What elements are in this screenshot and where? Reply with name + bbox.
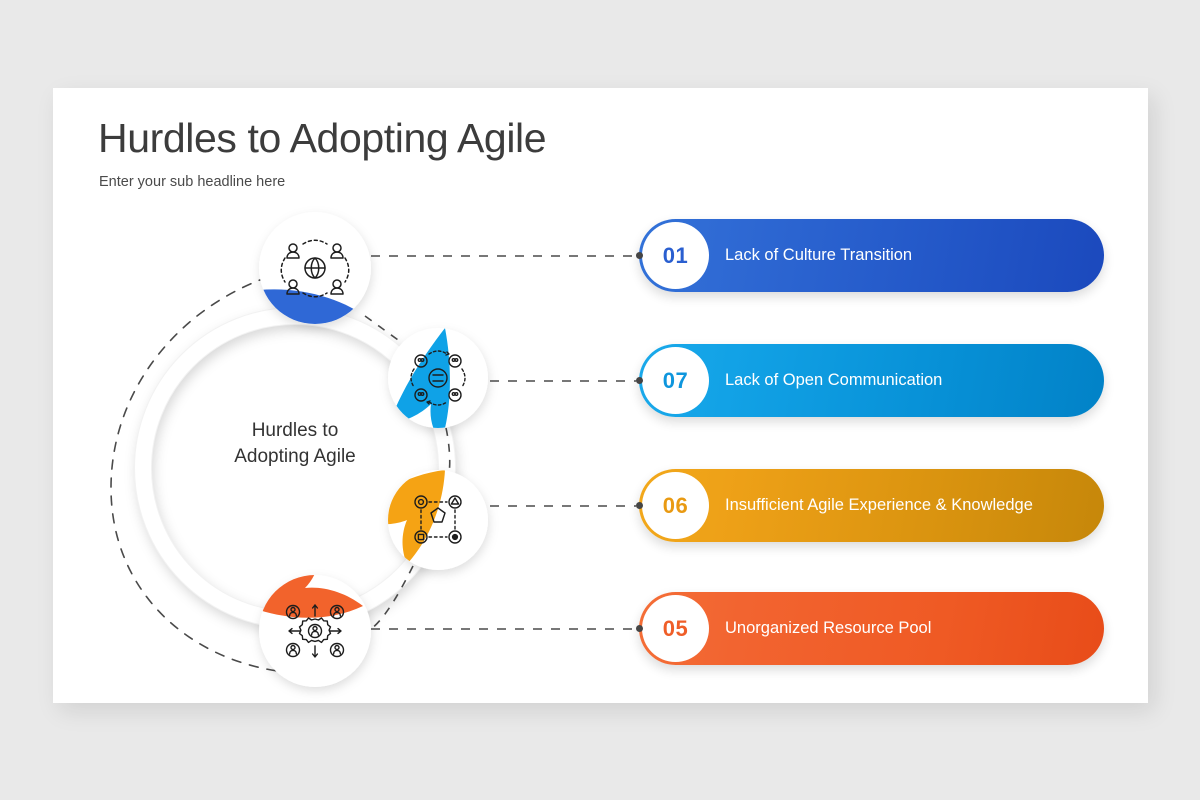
bar-label: Unorganized Resource Pool [725,619,932,637]
connector-dot-06 [636,502,643,509]
cycle-node-2[interactable] [388,328,488,442]
cycle-node-3[interactable] [353,470,488,570]
node-2-accent-fin [389,328,450,428]
cycle-node-4[interactable] [259,546,371,687]
bar-number-badge: 01 [642,222,709,289]
connector-dot-05 [636,625,643,632]
center-label: Hurdles to Adopting Agile [234,420,356,467]
global-team-culture-icon [280,239,350,298]
page-title: Hurdles to Adopting Agile [98,115,547,161]
bar-number-badge: 05 [642,595,709,662]
slide-canvas: Hurdles to Adopting Agile Enter your sub… [53,88,1148,703]
bar-item-06[interactable]: 06 Insufficient Agile Experience & Knowl… [639,469,1104,542]
cycle-diagram-graphic [110,212,636,687]
dashed-link-2-3 [445,427,451,475]
shapes-network-knowledge-icon [414,495,462,544]
cycle-diagram: Hurdles to Adopting Agile [53,88,673,703]
bar-number-badge: 06 [642,472,709,539]
dashed-outer-arc [110,262,339,673]
bar-item-07[interactable]: 07 Lack of Open Communication [639,344,1104,417]
bar-number-badge: 07 [642,347,709,414]
bar-item-01[interactable]: 01 Lack of Culture Transition [639,219,1104,292]
bar-item-05[interactable]: 05 Unorganized Resource Pool [639,592,1104,665]
bar-number: 05 [662,615,689,641]
bar-label: Lack of Culture Transition [725,246,913,264]
node-1-accent-fin [259,289,371,324]
node-3-accent-fin [388,470,445,564]
connector-dot-07 [636,377,643,384]
dashed-link-3-4 [370,565,414,630]
dashed-link-1-2 [364,315,416,351]
bar-list: 01 Lack of Culture Transition 07 Lack of… [53,88,1148,703]
bar-label: Lack of Open Communication [725,371,943,389]
page-subtitle: Enter your sub headline here [99,174,286,190]
connector-dot-01 [636,252,643,259]
resource-distribution-gear-icon [285,604,345,658]
cycle-node-1[interactable] [259,212,375,380]
bar-label: Insufficient Agile Experience & Knowledg… [725,496,1033,514]
node-4-accent-fin [259,575,363,618]
bar-number: 07 [662,367,689,393]
team-equality-communication-icon [410,350,466,406]
bar-number: 01 [662,242,689,268]
bar-number: 06 [662,492,689,518]
